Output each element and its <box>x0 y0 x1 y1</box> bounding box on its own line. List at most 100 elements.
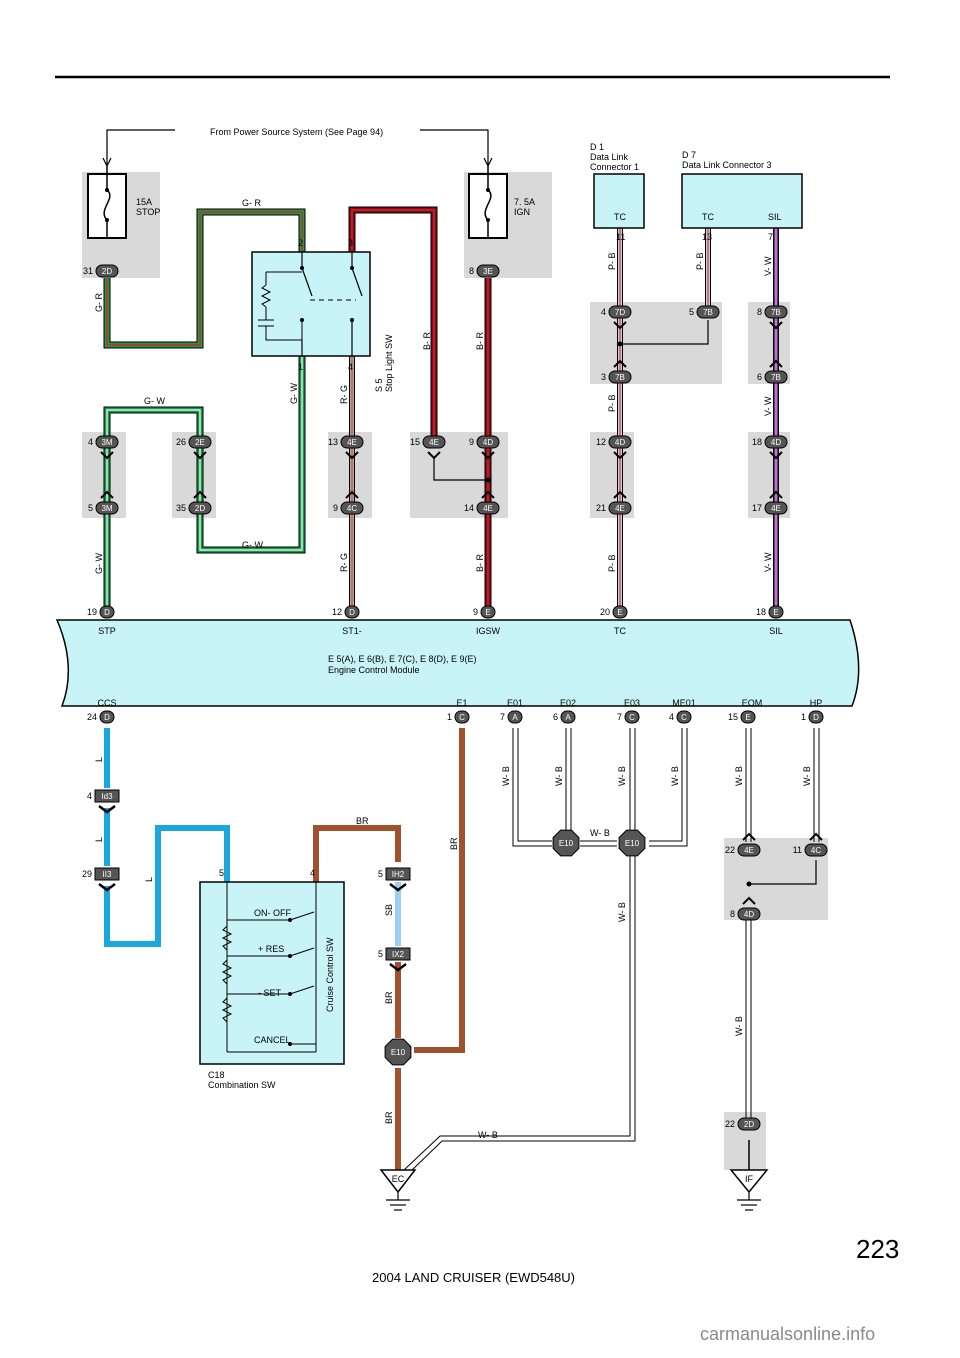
connector-pin: 17 <box>752 503 762 513</box>
watermark: carmanualsonline.info <box>700 1324 875 1344</box>
wire-label: W- B <box>590 828 610 838</box>
ecm-terminal: E01 <box>507 698 523 708</box>
connector-code: 7D <box>615 308 625 317</box>
wire-label: B- R <box>475 553 485 572</box>
fuse-ign-rating: 7. 5A <box>514 197 535 207</box>
wire-label: W- B <box>501 766 511 786</box>
connector-7B <box>764 305 788 319</box>
connector-2D <box>188 501 212 515</box>
connector-E <box>768 605 784 619</box>
wire-label: W- B <box>554 766 564 786</box>
connector-pin: 3 <box>601 372 606 382</box>
dlc1-pin-label: TC <box>614 212 626 222</box>
connector-pin: 4 <box>669 712 674 722</box>
connector-7B <box>696 305 720 319</box>
ecm-terminal: E02 <box>560 698 576 708</box>
wire-b-r-switch <box>348 206 438 440</box>
connector-IH2 <box>385 867 411 881</box>
connector-arrow <box>613 451 627 460</box>
dlc3-pin-tc: TC <box>702 212 714 222</box>
wire-label: P- B <box>607 554 617 572</box>
junction-E10 <box>552 829 580 857</box>
connector-code: 4E <box>615 504 625 513</box>
connector-D <box>344 605 360 619</box>
connector-code: D <box>104 713 110 722</box>
connector-arrow <box>345 451 359 460</box>
pin-number: 5 <box>219 868 224 878</box>
connector-A <box>507 710 523 724</box>
connector-arrow <box>769 451 783 460</box>
connector-D <box>808 710 824 724</box>
connector-E <box>740 710 756 724</box>
connector-pin: 5 <box>88 503 93 513</box>
connector-4D <box>764 435 788 449</box>
ecm-codes: E 5(A), E 6(B), E 7(C), E 8(D), E 9(E) <box>328 654 477 664</box>
wire-label: R- G <box>339 553 349 572</box>
connector-code: E <box>485 608 490 617</box>
connector-pin: 26 <box>176 437 186 447</box>
connector-pin: 8 <box>469 266 474 276</box>
connector-code: 7B <box>771 308 781 317</box>
wire-label: L <box>144 877 154 882</box>
connector-code: 3E <box>483 267 493 276</box>
wire-l <box>104 728 230 947</box>
pin-number: 2 <box>298 238 303 248</box>
connector-pin: 29 <box>82 869 92 879</box>
ecm-terminal: HP <box>810 698 823 708</box>
connector-arrow <box>742 896 756 905</box>
cruise-sw-name: Cruise Control SW <box>325 937 335 1012</box>
wire-label: V- W <box>763 396 773 416</box>
dlc1-name-1: Data Link <box>590 152 629 162</box>
connector-arrow <box>481 490 495 499</box>
connector-pin: 9 <box>473 607 478 617</box>
power-source-label: From Power Source System (See Page 94) <box>210 127 383 137</box>
connector-code: E <box>617 608 622 617</box>
stop-light-switch <box>251 251 371 357</box>
connector-4D <box>476 435 500 449</box>
wire-label: W- B <box>617 766 627 786</box>
connector-code: E <box>773 608 778 617</box>
connector-C <box>624 710 640 724</box>
connector-pin: 14 <box>464 503 474 513</box>
fuse-ign <box>468 166 508 239</box>
connector-arrow <box>613 321 627 330</box>
connector-code: 4E <box>483 504 493 513</box>
connector-4E <box>737 843 761 857</box>
wire-label: P- B <box>695 252 705 270</box>
pin-number: 4 <box>310 868 315 878</box>
wire-label: L <box>94 837 104 842</box>
connector-pin: 5 <box>689 307 694 317</box>
connector-pin: 9 <box>333 503 338 513</box>
connector-arrow <box>769 490 783 499</box>
ecm-terminal: E1 <box>456 698 467 708</box>
data-link-connector-3 <box>681 173 803 229</box>
connector-arrow <box>769 321 783 330</box>
connector-pin: 8 <box>757 307 762 317</box>
wire-label: BR <box>449 837 459 850</box>
connector-pin: 1 <box>447 712 452 722</box>
connector-C <box>676 710 692 724</box>
connector-code: 4D <box>483 438 493 447</box>
connector-code: 7B <box>703 308 713 317</box>
connector-code: C <box>681 713 687 722</box>
wire-label: R- G <box>339 385 349 404</box>
pin-number: 3 <box>348 238 353 248</box>
connector-pin: 5 <box>378 869 383 879</box>
connector-code: E <box>745 713 750 722</box>
wire-label: B- R <box>475 331 485 350</box>
dlc3-pin-sil: SIL <box>768 212 782 222</box>
wire-g-r <box>103 208 306 349</box>
wire-label: W- B <box>617 902 627 922</box>
connector-pin: 15 <box>410 437 420 447</box>
ecm-terminal: EOM <box>742 698 763 708</box>
connector-code: 2E <box>195 438 205 447</box>
connector-arrow <box>769 359 783 368</box>
connector-code: 4D <box>615 438 625 447</box>
connector-pin: 18 <box>756 607 766 617</box>
connector-arrow <box>193 490 207 499</box>
connector-pin: 4 <box>88 437 93 447</box>
connector-code: 2D <box>195 504 205 513</box>
pin-number: 13 <box>702 232 712 242</box>
